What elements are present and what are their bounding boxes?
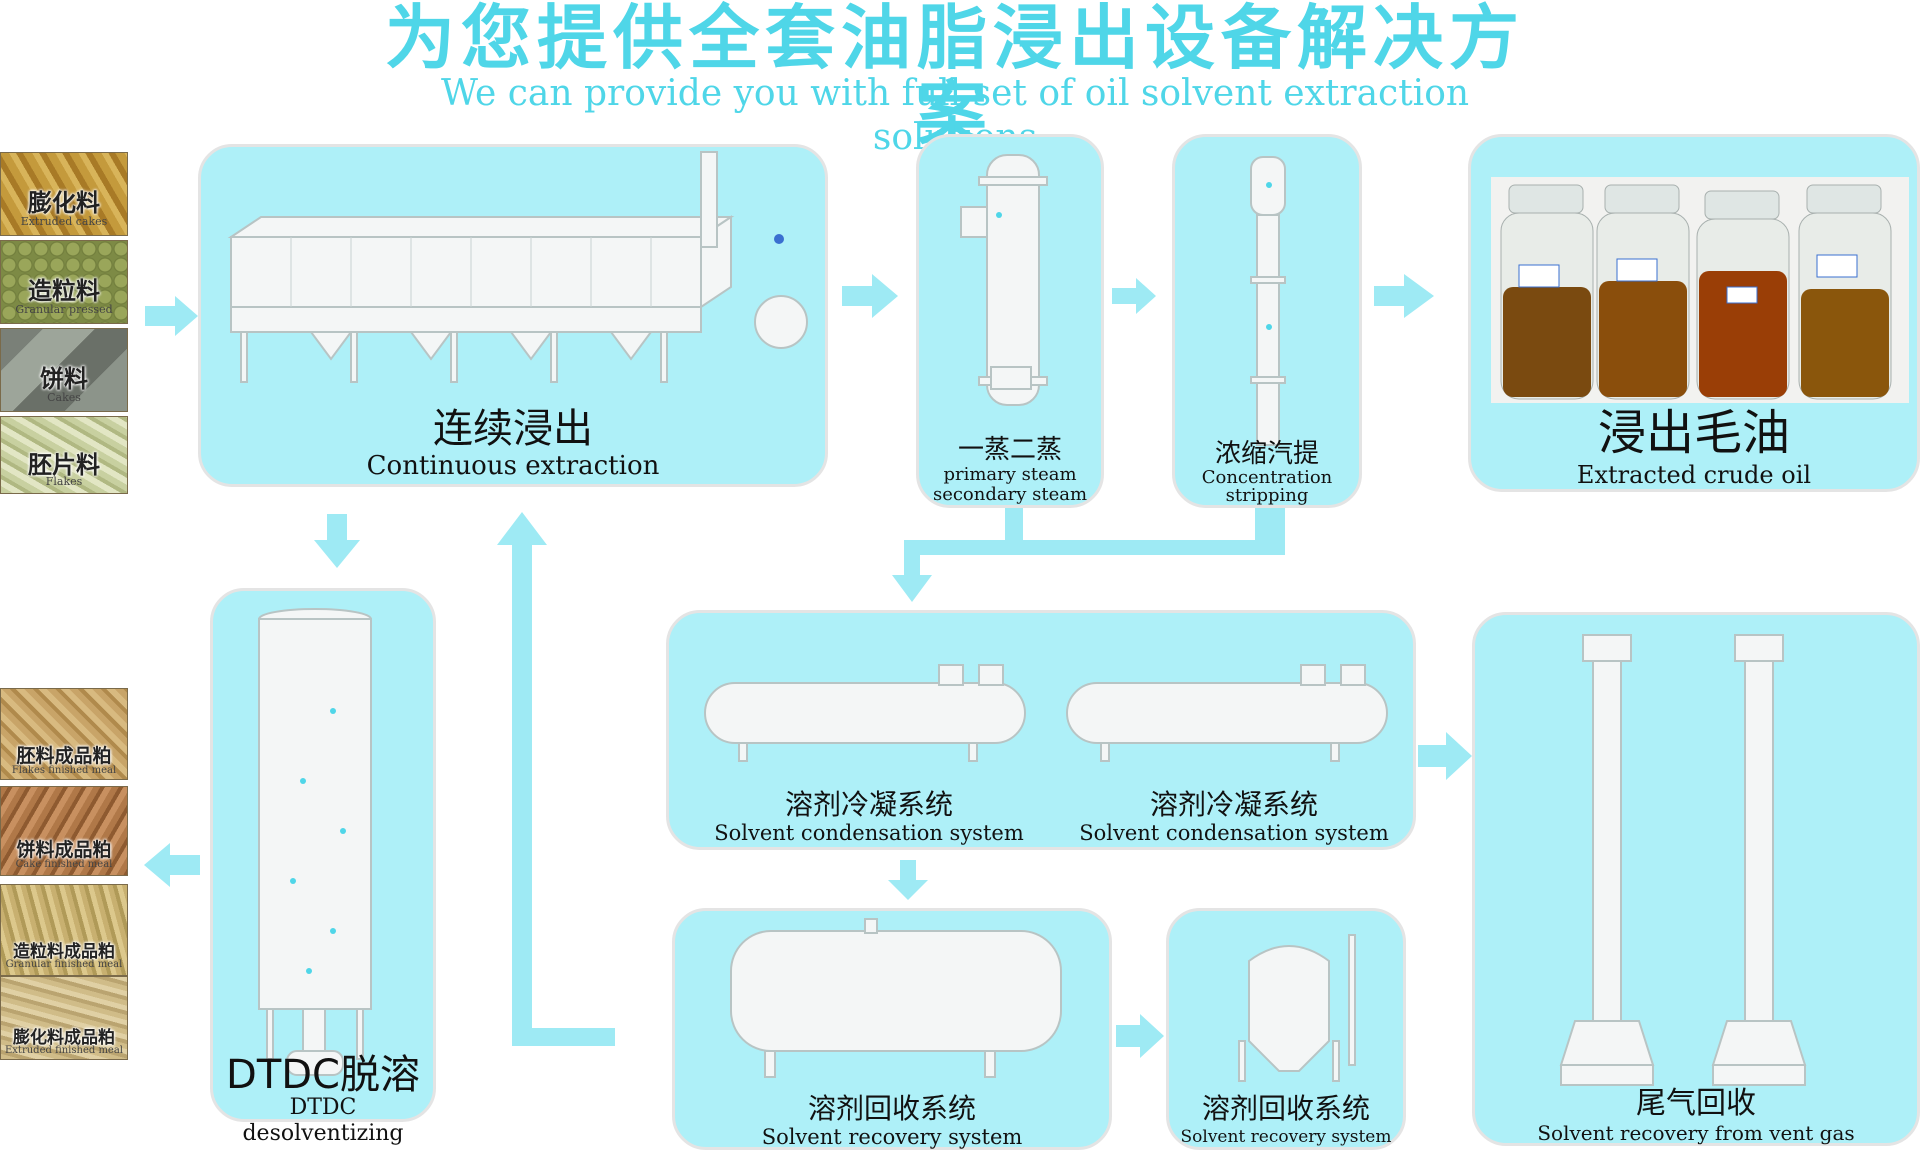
arrow-right-icon — [145, 296, 198, 336]
panel-dtdc: DTDC脱溶 DTDC desolventizing — [210, 588, 436, 1146]
arrow-down-icon — [888, 860, 928, 900]
panel-recovery-2: 溶剂回收系统 Solvent recovery system — [1166, 908, 1406, 1150]
stage-title: 溶剂回收系统 — [807, 1092, 976, 1125]
arrow-merge-icon — [892, 505, 1285, 602]
output-swatch-sublabel: Granular finished meal — [5, 959, 123, 970]
input-swatch-sublabel: Cakes — [47, 391, 81, 404]
arrow-right-icon — [842, 274, 898, 318]
stripping-column-icon — [1250, 156, 1286, 446]
stage-title: 浸出毛油 — [1597, 405, 1790, 461]
output-swatch-label: 造粒料成品粕 — [13, 942, 115, 962]
stage-subtitle: Solvent recovery system — [1180, 1127, 1392, 1147]
output-swatch-sublabel: Extruded finished meal — [4, 1045, 124, 1056]
output-swatch-sublabel: Cake finished meal — [15, 859, 113, 870]
input-swatch-sublabel: Flakes — [45, 475, 83, 488]
stage-subtitle: Continuous extraction — [366, 451, 660, 481]
stage-subtitle: Solvent recovery system — [761, 1125, 1023, 1149]
arrow-right-icon — [1374, 274, 1434, 318]
vent-gas-columns-icon — [1559, 634, 1807, 1086]
recovery-vessel-icon — [1238, 934, 1356, 1082]
stage-title-condensation-2: 溶剂冷凝系统 — [1149, 788, 1318, 821]
stage-subtitle: Solvent recovery from vent gas — [1537, 1121, 1855, 1145]
stage-title: 连续浸出 — [433, 406, 593, 452]
panel-recovery-1: 溶剂回收系统 Solvent recovery system — [672, 908, 1112, 1150]
input-swatch-label: 饼料 — [40, 365, 88, 393]
input-swatch-granular: 造粒料 Granular pressed — [0, 240, 128, 324]
stage-title: 浓缩汽提 — [1214, 439, 1319, 469]
output-swatch-sublabel: Flakes finished meal — [11, 765, 117, 776]
stage-subtitle-condensation-2: Solvent condensation system — [1079, 821, 1389, 845]
panel-vent-gas: 尾气回收 Solvent recovery from vent gas — [1472, 612, 1920, 1146]
stage-subtitle-line2: stripping — [1225, 485, 1309, 506]
arrow-down-icon — [314, 514, 360, 568]
stage-title: DTDC脱溶 — [226, 1052, 420, 1098]
stage-subtitle: DTDC desolventizing — [242, 1095, 404, 1146]
output-swatch-label: 膨化料成品粕 — [13, 1028, 115, 1048]
panel-evaporation: 一蒸二蒸 primary steam secondary steam — [916, 134, 1104, 508]
panel-crude-oil: 浸出毛油 Extracted crude oil — [1468, 134, 1920, 492]
arrow-right-icon — [1112, 278, 1156, 314]
output-swatch-label: 胚料成品粕 — [16, 745, 112, 767]
dtdc-tower-icon — [258, 608, 372, 1076]
panel-stripping: 浓缩汽提 Concentration stripping — [1172, 134, 1362, 508]
input-swatch-label: 造粒料 — [28, 277, 100, 305]
stage-subtitle-condensation-1: Solvent condensation system — [714, 821, 1024, 845]
panel-condensation: 溶剂冷凝系统 Solvent condensation system 溶剂冷凝系… — [666, 610, 1416, 850]
input-swatch-cakes: 饼料 Cakes — [0, 328, 128, 412]
input-swatch-label: 胚片料 — [28, 451, 100, 479]
arrow-left-icon — [144, 843, 200, 887]
input-swatch-sublabel: Extruded cakes — [20, 215, 108, 228]
stage-subtitle-line2: secondary steam — [932, 484, 1088, 505]
condensers-icon — [704, 664, 1388, 762]
evaporator-icon — [960, 154, 1048, 406]
stage-subtitle-line1: primary steam — [943, 464, 1077, 485]
page-title: 为您提供全套油脂浸出设备解决方案 — [385, 0, 1525, 155]
input-swatch-extruded: 膨化料 Extruded cakes — [0, 152, 128, 236]
arrow-right-icon — [1116, 1014, 1164, 1058]
output-swatch-granular-meal: 造粒料成品粕 Granular finished meal — [0, 884, 128, 976]
recovery-tank-icon — [730, 918, 1062, 1078]
output-swatch-cake-meal: 饼料成品粕 Cake finished meal — [0, 786, 128, 876]
input-swatch-flakes: 胚片料 Flakes — [0, 416, 128, 494]
crude-oil-jars-photo — [1491, 177, 1909, 403]
page-subtitle: We can provide you with full set of oil … — [440, 73, 1470, 158]
stage-title: 尾气回收 — [1636, 1086, 1756, 1121]
input-swatch-sublabel: Granular pressed — [15, 303, 113, 316]
output-swatch-label: 饼料成品粕 — [16, 839, 112, 861]
output-swatch-extruded-meal: 膨化料成品粕 Extruded finished meal — [0, 976, 128, 1060]
output-swatch-flakes-meal: 胚料成品粕 Flakes finished meal — [0, 688, 128, 780]
stage-subtitle: Extracted crude oil — [1576, 461, 1812, 489]
input-swatch-label: 膨化料 — [28, 189, 100, 217]
extractor-icon — [227, 151, 808, 383]
arrow-up-return-icon — [497, 512, 615, 1046]
stage-title: 溶剂回收系统 — [1201, 1092, 1370, 1125]
stage-subtitle-line1: Concentration — [1201, 467, 1333, 488]
stage-title: 一蒸二蒸 — [957, 435, 1062, 465]
stage-title-condensation-1: 溶剂冷凝系统 — [784, 788, 953, 821]
arrow-right-icon — [1418, 732, 1472, 780]
panel-continuous-extraction: 连续浸出 Continuous extraction — [198, 144, 828, 487]
